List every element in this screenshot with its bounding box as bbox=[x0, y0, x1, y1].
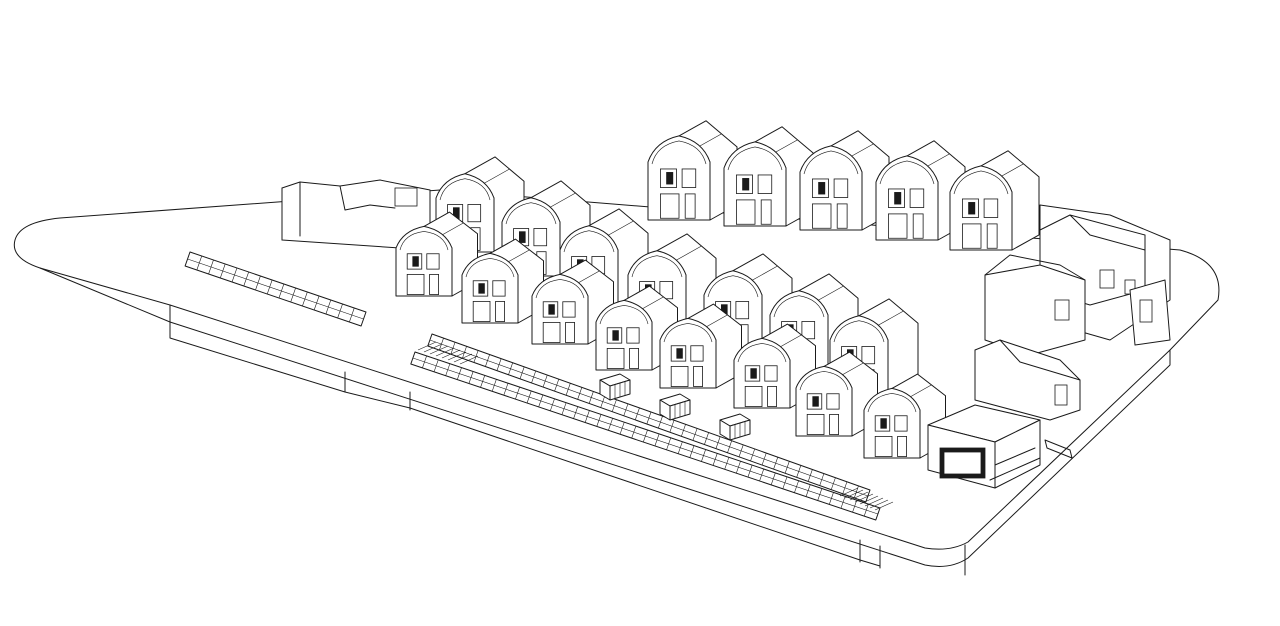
planter-boxes bbox=[599, 373, 751, 441]
ramp-hatch-right bbox=[839, 487, 894, 511]
railings-group bbox=[184, 251, 894, 521]
ramp-hatch bbox=[417, 341, 479, 365]
planter-box-3 bbox=[719, 413, 751, 441]
back-house-1 bbox=[647, 120, 738, 221]
rear-wall-block bbox=[281, 179, 431, 251]
planter-box-1 bbox=[599, 373, 631, 401]
railing-2 bbox=[427, 333, 871, 503]
planter-box-2 bbox=[659, 393, 691, 421]
railing-1 bbox=[184, 251, 367, 327]
front-pavilion bbox=[927, 404, 1073, 489]
back-house-5 bbox=[949, 150, 1040, 251]
back-row-houses bbox=[647, 120, 1040, 251]
front-house-5 bbox=[659, 303, 742, 389]
platform-edge-lower bbox=[39, 267, 1171, 567]
railing-3 bbox=[410, 351, 881, 521]
back-house-3 bbox=[799, 130, 890, 231]
right-house-cluster bbox=[974, 204, 1171, 421]
back-house-2 bbox=[723, 126, 814, 227]
platform-underside bbox=[169, 304, 881, 567]
front-house-2 bbox=[461, 238, 544, 324]
